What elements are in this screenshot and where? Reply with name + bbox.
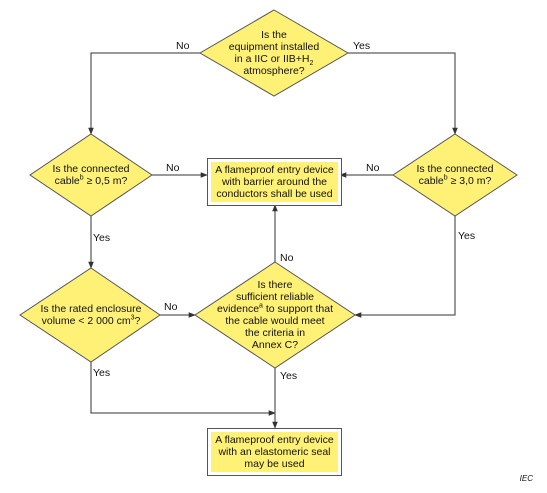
- edge-label-d4-yes: Yes: [93, 367, 111, 379]
- connector-d4-yes: [90, 362, 276, 416]
- edge-label-d5-yes: Yes: [280, 370, 298, 382]
- iec-footer-mark: IEC: [519, 474, 533, 483]
- text-line: evidencea to support that: [217, 302, 333, 316]
- text-line: A flameproof entry device: [215, 164, 334, 176]
- edge-label-d1-yes: Yes: [353, 40, 371, 52]
- text-line: may be used: [244, 458, 305, 470]
- text-line: the cable would meet: [225, 315, 325, 327]
- text-line: equipment installed: [228, 41, 320, 53]
- text-line: volume < 2 000 cm3?: [41, 314, 141, 328]
- text-line: the criteria in: [244, 327, 306, 339]
- edge-label-d3-no: No: [366, 162, 380, 174]
- text-line: cableb ≥ 3,0 m?: [418, 174, 492, 188]
- text-line: atmosphere?: [243, 65, 305, 77]
- text-line: Is there: [257, 279, 293, 291]
- text-line: with barrier around the: [221, 176, 328, 188]
- text-line: with an elastomeric seal: [218, 446, 331, 458]
- decision-diamond-installed-atmosphere: [199, 9, 349, 97]
- connector-d1-yes: [348, 52, 458, 135]
- text-line: Annex C?: [251, 339, 299, 351]
- text-line: Is the rated enclosure: [40, 303, 142, 315]
- text-line: conductors shall be used: [216, 188, 333, 200]
- connector-d3-yes: [354, 216, 456, 318]
- edge-label-d1-no: No: [176, 40, 190, 52]
- text-line: Is the: [261, 29, 287, 41]
- text-line: sufficient reliable: [235, 291, 314, 303]
- edge-label-d5-no: No: [280, 252, 294, 264]
- text-line: Is the connected: [416, 163, 494, 175]
- edge-label-d2-no: No: [166, 162, 180, 174]
- text-line: in a IIC or IIB+H2: [234, 53, 314, 68]
- edge-label-d3-yes: Yes: [458, 230, 476, 242]
- connector-d1-no: [88, 52, 200, 135]
- edge-label-d2-yes: Yes: [93, 232, 111, 244]
- edge-label-d4-no: No: [164, 301, 178, 313]
- text-line: Is the connected: [52, 163, 130, 175]
- text-line: cableb ≥ 0,5 m?: [54, 174, 128, 188]
- text-line: A flameproof entry device: [215, 434, 334, 446]
